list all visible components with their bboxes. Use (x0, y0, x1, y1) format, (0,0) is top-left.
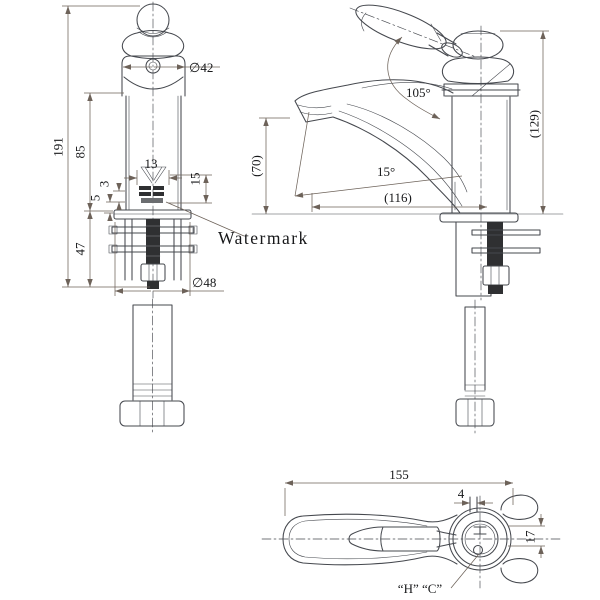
aerator-lines (297, 104, 333, 116)
ext-lines-155 (284, 488, 514, 516)
side-view (251, 4, 564, 434)
supply-pipe-side (464, 306, 486, 391)
dim-spout-angle: 15° (377, 164, 395, 179)
side-view-dimensions: (129) (70) 105° 15° (116) (249, 30, 549, 214)
top-view (261, 494, 564, 589)
mount-stud-upper-side (471, 229, 541, 236)
dim-deck-height: (129) (527, 110, 542, 138)
dim-base-diameter: ∅48 (192, 275, 216, 290)
cap-screw-hole (145, 58, 161, 74)
fork-ear-bottom (500, 558, 539, 584)
deck-flange-side (439, 212, 519, 223)
mount-stud-lower-side (471, 247, 541, 254)
angle-leg-15b (294, 175, 463, 198)
dim-slot-width: 4 (458, 486, 465, 501)
nut-facets-front (148, 263, 158, 282)
top-view-dimensions: 155 4 17 “H” “C” (284, 467, 545, 596)
hex-nut-side (482, 265, 510, 286)
escutcheon-ring-2 (452, 511, 508, 567)
watermark-plate-2 (153, 186, 164, 190)
pointer-v-mark (140, 166, 167, 184)
dim-reach: (116) (384, 190, 412, 205)
dim-upper-height: 85 (73, 146, 88, 159)
angle-leg-15a (294, 111, 310, 197)
watermark-plate-1 (139, 186, 151, 190)
handle-axis-line (349, 7, 477, 58)
dim-mark-width: 13 (145, 156, 158, 171)
ball-cup-arcs (136, 27, 170, 38)
ext-lines-48 (114, 222, 191, 296)
handle-silhouette-top (282, 513, 458, 566)
fork-ear-top (500, 494, 539, 520)
dim-outlet-height: (70) (249, 155, 264, 177)
spout-tip-face (294, 100, 334, 123)
threaded-rod-side (487, 222, 503, 266)
porcelain-grip-top (348, 526, 457, 552)
cap-skirt-arc (123, 76, 184, 90)
pipe-nut-facets-front (139, 400, 165, 427)
dim-overall-length: 155 (389, 467, 409, 482)
handle-silhouette-inner (288, 518, 428, 560)
watermark-plate-3 (139, 192, 151, 196)
stud-end-caps (108, 225, 198, 254)
handle-socket-side (441, 42, 463, 58)
bonnet-lip-side (441, 83, 521, 97)
angle-arc-105 (387, 36, 441, 120)
hc-leader (450, 553, 480, 589)
dim-fork-gap: 17 (523, 530, 538, 544)
deck-flange-front (113, 209, 192, 220)
cap-screw-hole-inner (148, 61, 158, 71)
front-view (108, 1, 198, 434)
handle-ball-side (452, 30, 504, 60)
threaded-rod-front (146, 219, 160, 264)
rod-tip-front (147, 281, 159, 289)
escutcheon-ring-3 (461, 520, 499, 558)
dim-total-height: 191 (51, 137, 66, 157)
bonnet-bell-side (441, 56, 515, 85)
bonnet-slash (471, 63, 511, 97)
dim-gap5: 5 (88, 195, 103, 202)
front-view-dimensions: 191 85 47 3 5 13 15 ∅42 ∅48 Watermark (51, 5, 309, 296)
hot-index-mark (473, 526, 487, 535)
pipe-nut-front (119, 400, 185, 427)
rod-tip-side (488, 285, 503, 294)
watermark-leader (165, 201, 245, 237)
cold-index-mark (472, 544, 484, 556)
dim-lower-height: 47 (73, 242, 88, 256)
spout-inner-curves (338, 82, 468, 207)
watermark-label: Watermark (218, 228, 309, 248)
hot-cold-labels: “H” “C” (398, 581, 443, 596)
nut-facets-side (490, 265, 500, 286)
pipe-collar-front (132, 383, 173, 397)
dim-cap-diameter: ∅42 (189, 60, 213, 75)
escutcheon-outer-ring (448, 507, 512, 571)
bonnet-cap-front (121, 55, 186, 97)
ext-lines-191 (62, 5, 150, 288)
dim-handle-angle: 105° (406, 85, 431, 100)
pipe-collar-side (464, 384, 486, 397)
handle-ball-front (136, 3, 170, 37)
watermark-plate-5 (141, 198, 163, 203)
body-column-inner (128, 95, 179, 211)
body-column-front (125, 95, 182, 211)
dim-mark-offset: 15 (188, 173, 203, 186)
shank-walls-front (124, 218, 182, 281)
rod-thread-lines (145, 225, 161, 257)
pipe-nut-facets-side (467, 398, 483, 427)
spout-under-curve (332, 116, 461, 214)
watermark-plate-4 (153, 192, 164, 196)
body-column-side (451, 96, 511, 214)
dim-gap3: 3 (97, 181, 112, 188)
pipe-nut-side (455, 398, 495, 427)
